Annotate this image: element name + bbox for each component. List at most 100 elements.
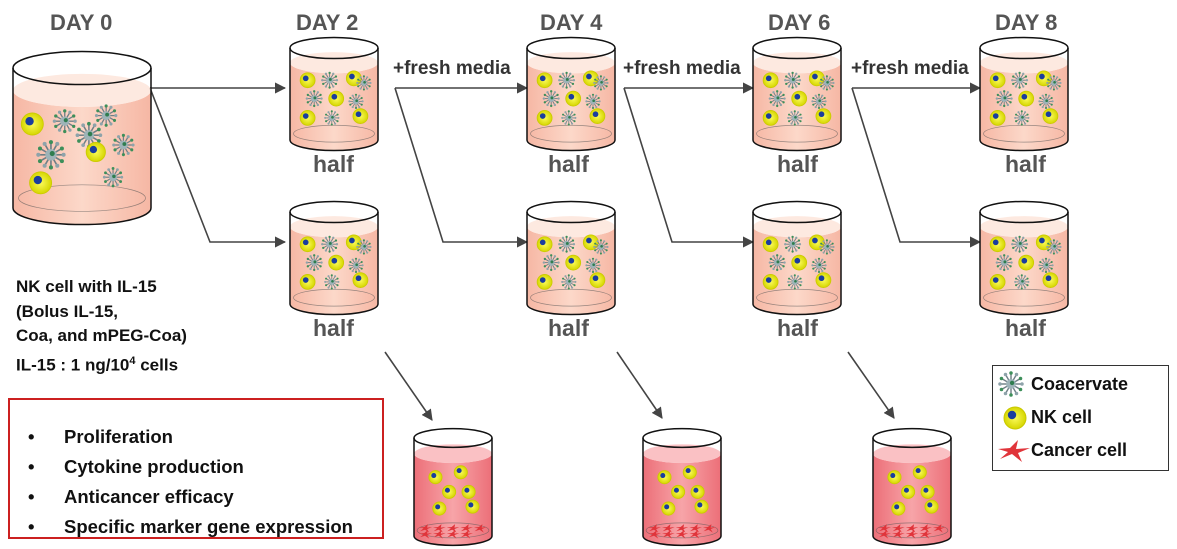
culture-medium — [873, 453, 951, 546]
condition-dose-prefix: IL-15 : 1 ng/10 — [16, 355, 130, 375]
nk-cell-icon — [1042, 272, 1059, 288]
half-label-day4-bottom: half — [548, 315, 589, 341]
cancer-cell-icon — [661, 530, 675, 539]
nk-cell-icon — [989, 274, 1006, 290]
cancer-cell-icon — [648, 530, 662, 539]
coacervate-icon — [561, 110, 577, 126]
beaker-rim — [872, 427, 952, 449]
coacervate-icon — [1038, 257, 1054, 274]
fresh-media-label-3: +fresh media — [851, 58, 969, 79]
assay-item-cytokine: Cytokine production — [24, 452, 382, 482]
arrow-layer — [149, 82, 982, 421]
coacervate-icon — [995, 254, 1013, 272]
assay-item-anticancer: Anticancer efficacy — [24, 482, 382, 512]
cancer-cell-icon — [891, 524, 905, 533]
nk-cell-icon — [29, 171, 53, 195]
arrow-transfer-1-bottom — [394, 87, 529, 248]
nk-cell-icon — [352, 272, 369, 288]
nk-cell-icon — [432, 501, 447, 516]
condition-dose-exponent: 4 — [129, 354, 136, 367]
day0-culture-beaker — [12, 50, 152, 226]
nk-cell-icon — [536, 236, 553, 253]
nk-cell-icon — [20, 112, 44, 136]
cancer-cell-icon — [905, 530, 919, 539]
fresh-media-label-1: +fresh media — [393, 58, 511, 79]
nk-cell-icon — [762, 72, 779, 89]
cancer-cell-icon — [419, 530, 433, 539]
coacervate-icon — [995, 90, 1013, 108]
nk-cell-icon — [465, 499, 480, 514]
coacervate-icon — [112, 133, 135, 157]
coacervate-icon — [52, 109, 77, 134]
coacervate-icon — [348, 93, 364, 110]
nk-cell-icon — [762, 236, 779, 253]
cancer-cell-icon — [891, 530, 905, 539]
half-label-day6-top: half — [777, 151, 818, 177]
nk-cell-icon — [1035, 70, 1052, 87]
nk-cell-icon — [85, 141, 106, 163]
day8-bottom-beaker — [979, 200, 1069, 316]
nk-cell-icon — [565, 254, 582, 271]
nk-cell-icon — [589, 272, 606, 288]
fresh-media-label-2: +fresh media — [623, 58, 741, 79]
nk-cell-icon — [582, 70, 599, 87]
condition-dose-suffix: cells — [135, 355, 179, 375]
culture-medium — [643, 453, 721, 546]
nk-cell-icon — [762, 274, 779, 290]
half-label-day2-bottom: half — [313, 315, 354, 341]
condition-line-1: NK cell with IL-15 — [16, 277, 157, 296]
nk-cell-icon — [536, 72, 553, 89]
nk-cell-icon — [582, 234, 599, 251]
nk-cell-icon — [762, 110, 779, 126]
nk-cell-icon — [989, 110, 1006, 126]
half-label-day2-top: half — [313, 151, 354, 177]
coacervate-icon — [558, 71, 576, 89]
coacervate-icon — [1011, 235, 1029, 253]
day2-bottom-beaker — [289, 200, 379, 316]
coacervate-icon — [593, 239, 609, 255]
cancer-coculture-beaker-2 — [642, 427, 722, 547]
nk-cell-icon — [808, 234, 825, 251]
day4-top-beaker — [526, 36, 616, 152]
day-4-label: DAY 4 — [540, 10, 603, 35]
coacervate-icon — [784, 71, 802, 89]
cancer-cell-legend-icon — [998, 440, 1030, 462]
nk-cell-icon — [453, 465, 468, 480]
cancer-cell-icon — [689, 530, 703, 539]
legend-coacervate-label: Coacervate — [1031, 374, 1129, 394]
legend-cancer-cell-label: Cancer cell — [1031, 440, 1128, 460]
nk-cell-icon — [815, 108, 832, 124]
cancer-cell-icon — [675, 530, 689, 539]
cancer-cell-icon — [878, 530, 892, 539]
nk-cell-icon — [1035, 234, 1052, 251]
cancer-coculture-beaker-3 — [872, 427, 952, 547]
nk-cell-icon — [901, 484, 916, 499]
coacervate-icon — [768, 254, 786, 272]
legend: Coacervate NK cell Cancer cell — [992, 365, 1169, 471]
nk-cell-icon — [989, 72, 1006, 89]
nk-cell-icon — [536, 274, 553, 290]
culture-medium — [13, 90, 151, 225]
cancer-cell-icon — [878, 524, 892, 533]
coacervate-icon — [356, 239, 372, 255]
cancer-cell-icon — [932, 524, 946, 533]
nk-cell-icon — [328, 90, 345, 107]
nk-cell-icon — [299, 274, 316, 290]
day4-bottom-beaker — [526, 200, 616, 316]
beaker-rim — [752, 200, 842, 224]
nk-cell-legend-icon — [1003, 406, 1027, 430]
nk-cell-icon — [791, 90, 808, 107]
nk-cell-icon — [565, 90, 582, 107]
nk-cell-icon — [808, 70, 825, 87]
coacervate-icon — [321, 71, 339, 89]
coacervate-icon — [1046, 239, 1062, 255]
cancer-cell-icon — [702, 524, 716, 533]
coacervate-icon — [324, 110, 340, 126]
cancer-coculture-beaker-1 — [413, 427, 493, 547]
cancer-cell-icon — [919, 524, 933, 533]
cancer-cell-icon — [432, 524, 446, 533]
coacervate-icon — [75, 121, 103, 149]
arrow-day0-to-day2-bottom — [149, 87, 287, 248]
coacervate-icon — [102, 167, 124, 188]
arrow-to-cancer-1 — [384, 351, 433, 421]
